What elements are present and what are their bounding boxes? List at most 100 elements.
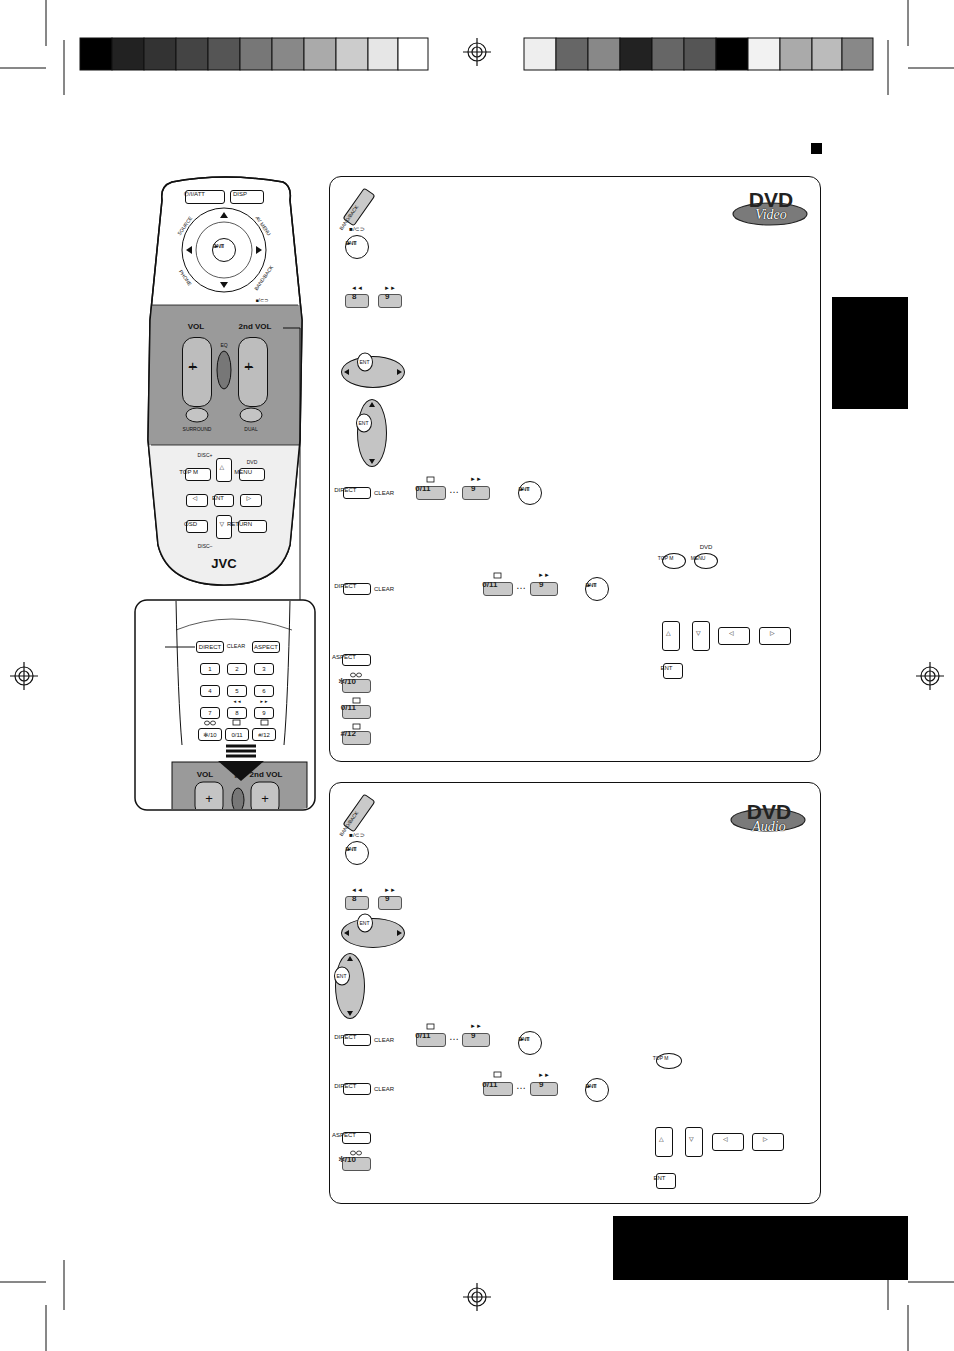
dial-arrows	[342, 919, 404, 947]
button-caption: DUAL	[244, 427, 257, 432]
menu-button: TOP M	[662, 553, 686, 569]
dial-arrows	[342, 357, 404, 387]
button-label: TOP M	[653, 1056, 669, 1061]
section-square	[811, 143, 822, 154]
numeric-key: 8	[345, 294, 369, 308]
enter-button: ENT►/II	[212, 238, 236, 262]
remote-button: ◁	[186, 494, 208, 507]
volume-rocker: +–	[238, 337, 268, 407]
button-label: 9	[385, 895, 389, 903]
button-caption: CLEAR	[227, 644, 245, 650]
page-footer-block	[613, 1216, 908, 1280]
remote-button: 1	[200, 663, 220, 675]
button-caption: CLEAR	[374, 1086, 394, 1092]
numeric-key: 8	[345, 896, 369, 910]
button-label: ◁	[192, 495, 197, 501]
button-caption: ■/⊂⊃	[349, 226, 364, 232]
remote-button: ⏻/I/ATT	[185, 190, 225, 204]
format-logo: DVD	[749, 189, 793, 210]
enter-button: ENT►/II	[518, 481, 542, 505]
arrow-mark	[344, 369, 402, 375]
dvd-logos	[731, 203, 807, 831]
button-label: 9	[539, 1081, 543, 1089]
button-label: △	[666, 630, 671, 636]
control-dial: ENT	[335, 953, 365, 1019]
dial-arrows	[336, 954, 364, 1018]
button-label: ENT	[654, 1175, 666, 1181]
format-logo: Audio	[752, 820, 785, 834]
remote-button: ▷	[752, 1133, 784, 1151]
band-back-button: BAND/BACK	[342, 793, 375, 832]
menu-button: TOP M	[656, 1053, 682, 1069]
button-label: △	[219, 464, 224, 470]
remote-button: ✻/10	[198, 728, 222, 741]
button-label: 9	[262, 710, 265, 716]
button-caption: +	[261, 792, 269, 805]
format-logo: DVD	[747, 801, 791, 822]
button-caption: …	[516, 1081, 526, 1091]
brand-logo: JVC	[211, 557, 236, 570]
remote-button: ENT	[656, 1173, 676, 1189]
button-label: 9	[385, 293, 389, 301]
button-label: DISP	[233, 191, 247, 197]
remote-button: ENT	[663, 663, 683, 679]
control-dial: ENT	[357, 399, 387, 467]
remote-button: 4	[200, 685, 220, 697]
format-logo: Video	[755, 208, 787, 222]
button-label: ►/II	[519, 487, 529, 493]
remote-button: ASPECT	[342, 1132, 371, 1144]
numeric-key: 9	[462, 486, 490, 500]
numeric-key: 0/11	[342, 705, 371, 719]
button-caption: VOL	[188, 323, 204, 331]
button-caption: ►►	[384, 887, 396, 893]
button-label: RETURN	[227, 521, 252, 527]
button-caption: VOL	[197, 771, 213, 779]
button-caption: EQ	[220, 343, 227, 348]
operation-panel: BAND/BACKENT►/II89ENTENTDIRECT0/119ENT►/…	[329, 782, 821, 1204]
remote-button: DIRECT	[343, 487, 371, 499]
numeric-key: 9	[462, 1033, 490, 1047]
button-label: ▽	[696, 630, 701, 636]
button-label: ENT	[212, 495, 224, 501]
button-caption: ◄◄	[351, 887, 363, 893]
button-label: ►/II	[519, 1037, 529, 1043]
button-caption: DISC–	[198, 544, 213, 549]
button-label: 0/11	[341, 704, 356, 712]
button-label: 9	[471, 485, 475, 493]
button-label: ►/II	[346, 847, 356, 853]
button-label: –	[245, 357, 253, 372]
button-label: DIRECT	[334, 583, 356, 589]
remote-button: ▷	[240, 494, 262, 507]
button-label: TOP M	[658, 556, 674, 561]
button-caption: 2nd VOL	[239, 323, 272, 331]
numeric-key: ✻/10	[342, 679, 371, 693]
button-caption: ►►	[260, 700, 269, 705]
color-bars	[80, 38, 873, 70]
button-label: ▷	[763, 1136, 768, 1142]
button-label: 6	[262, 688, 265, 694]
numeric-key: 9	[378, 294, 402, 308]
remote-button: DISP	[230, 190, 264, 204]
remote-button: ◁	[718, 627, 750, 645]
button-label: ►/II	[586, 583, 596, 589]
remote-button: 5	[227, 685, 247, 697]
button-label: 0/11	[415, 485, 430, 493]
remote-button: ▽	[692, 621, 710, 651]
button-label: MENU	[691, 556, 706, 561]
remote-button: ▽	[685, 1127, 703, 1157]
remote-button: TOP M	[185, 468, 211, 481]
button-label: –	[189, 357, 197, 372]
enter-button: ENT►/II	[518, 1031, 542, 1055]
button-caption: CLEAR	[374, 1037, 394, 1043]
remote-button: ENT	[214, 494, 234, 507]
operation-panel: BAND/BACKENT►/II89ENTENTDIRECT0/119ENT►/…	[329, 176, 821, 762]
remote-button: #/12	[252, 728, 276, 741]
dial-arrows	[358, 400, 386, 466]
button-label: 8	[352, 293, 356, 301]
remote-button: ◁	[712, 1133, 744, 1151]
button-label: 8	[235, 710, 238, 716]
remote-button: MENU	[239, 468, 265, 481]
button-caption: EQ	[234, 774, 241, 779]
